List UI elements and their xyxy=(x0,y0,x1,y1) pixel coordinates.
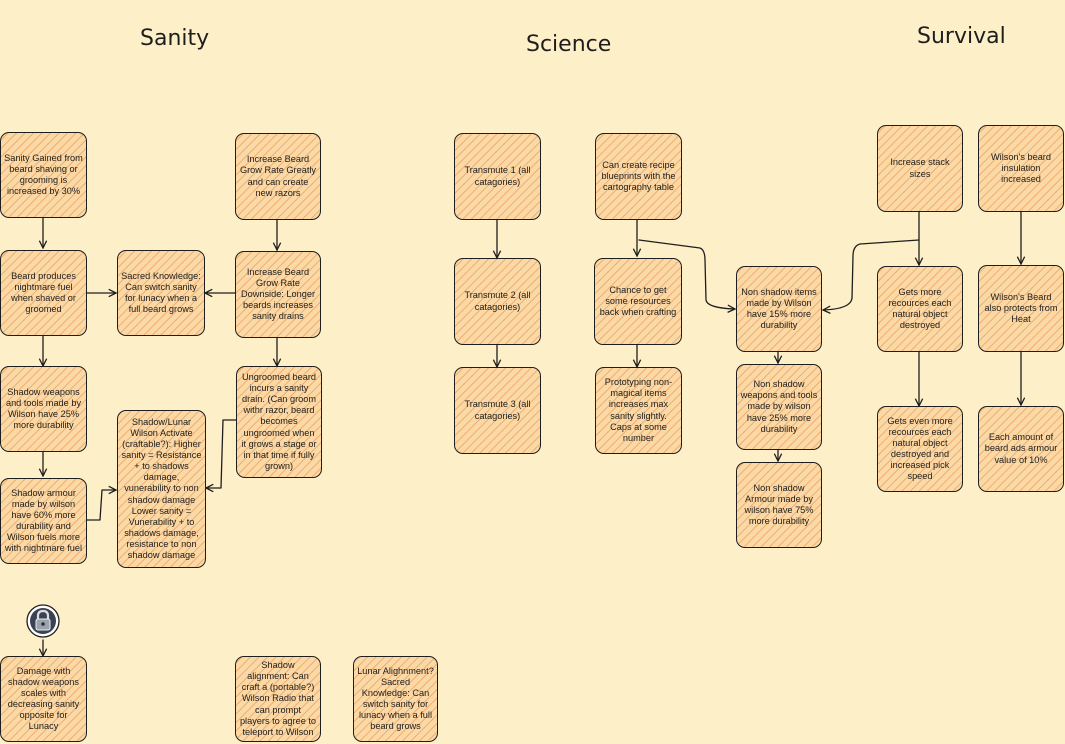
node-non-shadow-weapons[interactable]: Non shadow weapons and tools made by wil… xyxy=(736,364,822,450)
node-shadow-weapons[interactable]: Shadow weapons and tools made by Wilson … xyxy=(0,366,87,452)
node-non-shadow-armour[interactable]: Non shadow Armour made by wilson have 75… xyxy=(736,462,822,548)
node-beard-heat[interactable]: Wilson's Beard also protects from Heat xyxy=(978,265,1064,352)
lock-icon xyxy=(26,604,60,638)
node-shadow-armour[interactable]: Shadow armour made by wilson have 60% mo… xyxy=(0,478,87,564)
edge-shadow-armour-to-shadow-lunar xyxy=(86,490,116,521)
node-non-shadow-items[interactable]: Non shadow items made by Wilson have 15%… xyxy=(736,266,822,352)
node-more-resources[interactable]: Gets more recources each natural object … xyxy=(877,266,963,352)
node-beard-fuel[interactable]: Beard produces nightmare fuel when shave… xyxy=(0,250,87,336)
node-transmute-3[interactable]: Transmute 3 (all catagories) xyxy=(454,367,541,454)
edge-ungroomed-to-shadow-lunar xyxy=(206,419,237,488)
node-ungroomed[interactable]: Ungroomed beard incurs a sanity drain. (… xyxy=(236,366,322,478)
node-transmute-1[interactable]: Transmute 1 (all catagories) xyxy=(454,133,541,220)
node-grow-rate-downside[interactable]: Increase Beard Grow Rate Downside: Longe… xyxy=(235,251,321,338)
node-even-more-resources[interactable]: Gets even more recources each natural ob… xyxy=(877,406,963,492)
node-sacred-knowledge[interactable]: Sacred Knowledge: Can switch sanity for … xyxy=(117,250,205,336)
node-blueprints[interactable]: Can create recipe blueprints with the ca… xyxy=(595,133,682,220)
heading-survival: Survival xyxy=(917,24,1006,49)
heading-science: Science xyxy=(526,32,612,57)
node-beard-insulation[interactable]: Wilson's beard insulation increased xyxy=(978,125,1064,212)
node-transmute-2[interactable]: Transmute 2 (all catagories) xyxy=(454,258,541,345)
node-lunar-alignment[interactable]: Lunar Alighnment? Sacred Knowledge: Can … xyxy=(353,656,438,742)
node-beard-armour[interactable]: Each amount of beard ads armour value of… xyxy=(978,406,1064,492)
node-prototyping[interactable]: Prototyping non-magical items increases … xyxy=(595,367,682,454)
node-damage-shadow[interactable]: Damage with shadow weapons scales with d… xyxy=(0,656,87,742)
node-shadow-alignment[interactable]: Shadow alignment: Can craft a (portable?… xyxy=(235,656,321,742)
node-grow-rate-greatly[interactable]: Increase Beard Grow Rate Greatly and can… xyxy=(235,133,321,220)
node-resources-back[interactable]: Chance to get some resources back when c… xyxy=(594,258,682,345)
node-stack-sizes[interactable]: Increase stack sizes xyxy=(877,125,963,212)
node-sanity-gained[interactable]: Sanity Gained from beard shaving or groo… xyxy=(0,132,87,218)
node-shadow-lunar[interactable]: Shadow/Lunar Wilson Activate (craftable?… xyxy=(117,410,206,568)
heading-sanity: Sanity xyxy=(140,26,210,51)
